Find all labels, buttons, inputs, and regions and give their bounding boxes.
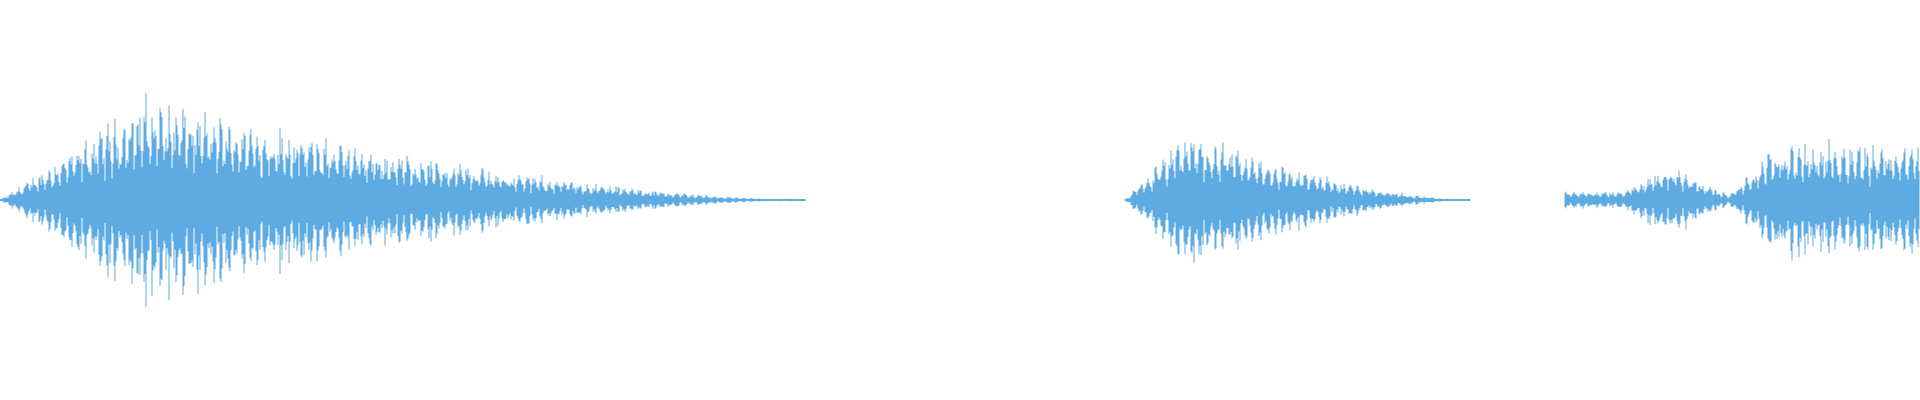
- waveform-path: [0, 93, 1920, 307]
